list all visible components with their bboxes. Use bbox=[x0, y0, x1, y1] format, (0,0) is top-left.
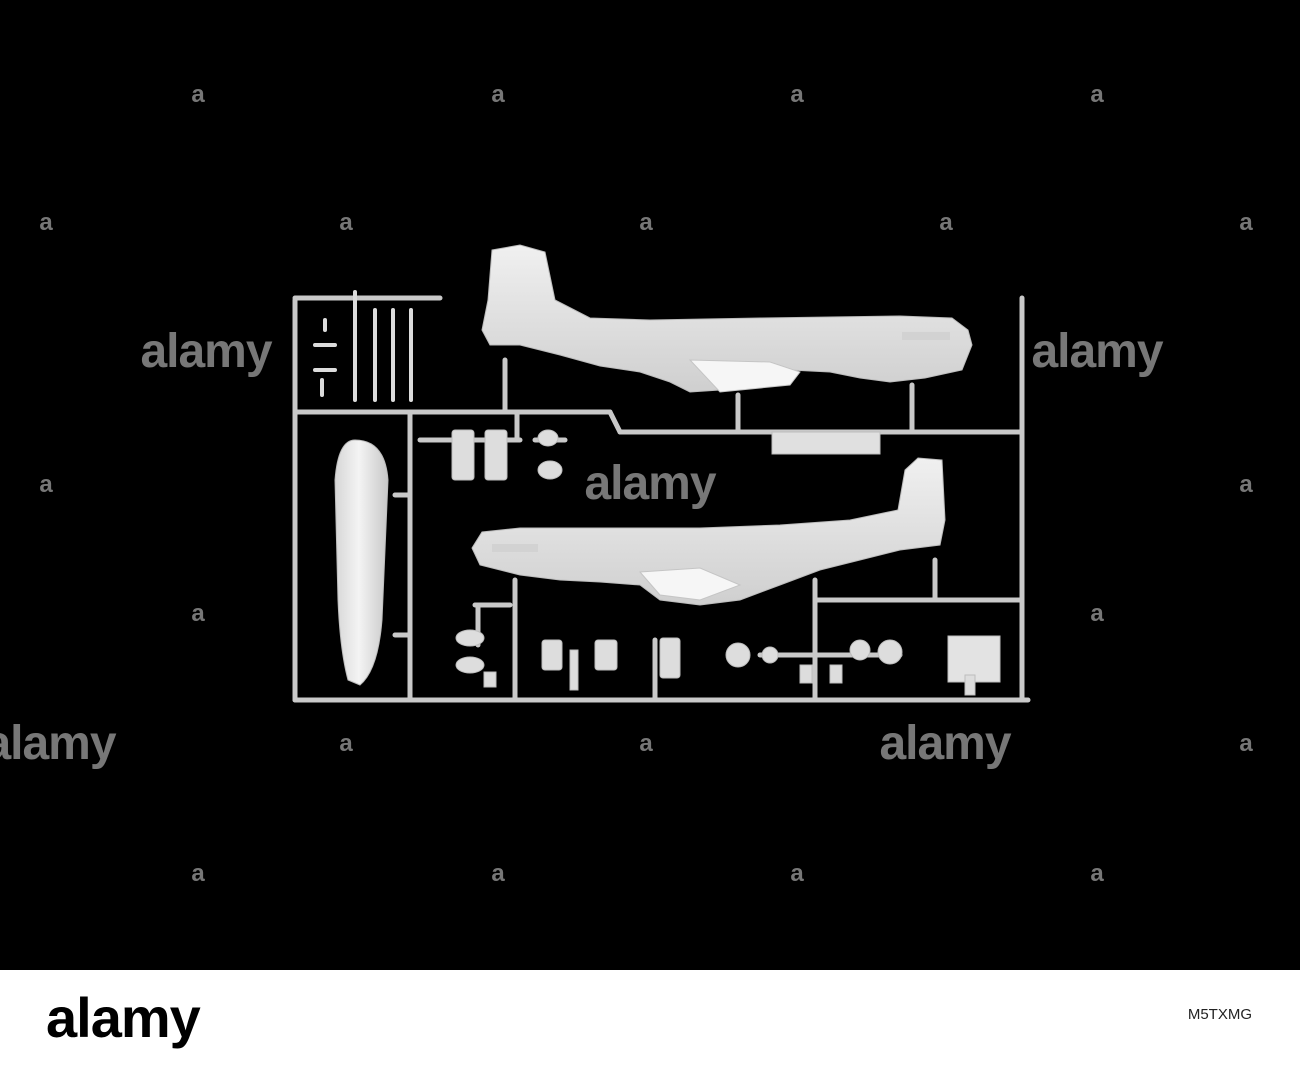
watermark-glyph: a bbox=[39, 471, 53, 498]
watermark-glyph: a bbox=[639, 209, 653, 236]
watermark-glyph: a bbox=[191, 81, 205, 108]
watermark-text: alamy bbox=[1031, 325, 1163, 378]
watermark-glyph: a bbox=[939, 209, 953, 236]
watermark-glyph: a bbox=[1239, 730, 1253, 757]
watermark-text: alamy bbox=[584, 457, 716, 510]
watermark-glyph: a bbox=[1239, 209, 1253, 236]
sprue-frame bbox=[292, 295, 1031, 703]
watermark-glyph: a bbox=[1090, 81, 1104, 108]
watermark-glyph: a bbox=[1239, 471, 1253, 498]
watermark-glyph: a bbox=[191, 600, 205, 627]
upper-fuselage-half bbox=[481, 244, 973, 393]
watermark-glyph: a bbox=[191, 860, 205, 887]
watermark-glyph: a bbox=[339, 730, 353, 757]
watermark-glyph: a bbox=[790, 81, 804, 108]
watermark-text: alamy bbox=[0, 717, 117, 770]
small-parts bbox=[451, 429, 1001, 696]
watermark-text: alamy bbox=[140, 325, 272, 378]
image-id: M5TXMG bbox=[1187, 1006, 1252, 1023]
small-parts-rods bbox=[313, 290, 413, 402]
footer-bar: alamy M5TXMG bbox=[0, 970, 1300, 1065]
watermark-glyph: a bbox=[491, 81, 505, 108]
watermark-glyph: a bbox=[790, 860, 804, 887]
watermark-glyph: a bbox=[339, 209, 353, 236]
watermark-glyph: a bbox=[491, 860, 505, 887]
watermark-glyph: a bbox=[1090, 600, 1104, 627]
watermark-text: alamy bbox=[879, 717, 1011, 770]
lower-fuselage-half bbox=[471, 457, 946, 606]
watermark-glyph: a bbox=[639, 730, 653, 757]
brand-logo[interactable]: alamy bbox=[46, 986, 201, 1049]
watermark-glyph: a bbox=[39, 209, 53, 236]
drop-tank bbox=[334, 439, 389, 686]
watermark-glyph: a bbox=[1090, 860, 1104, 887]
